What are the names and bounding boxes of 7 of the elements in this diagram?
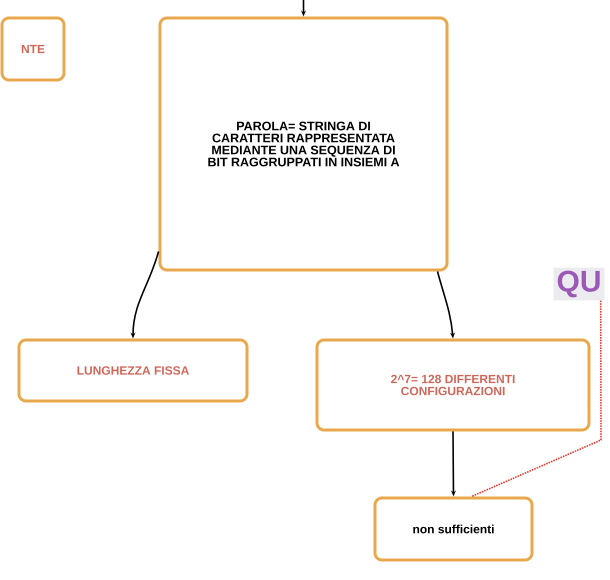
connector-line	[471, 300, 602, 498]
title-word: QU	[554, 268, 604, 300]
concept-box: LUNGHEZZA FISSA	[18, 338, 248, 402]
concept-box: NTE	[0, 16, 66, 82]
concept-box: non sufficienti	[374, 496, 534, 562]
concept-box: PAROLA= STRINGA DI CARATTERI RAPPRESENTATA MEDIANTE UNA SEQUENZA DI BIT RAGGRUPPATI IN INSIEMI A	[158, 16, 448, 272]
concept-box: 2^7= 128 DIFFERENTI CONFIGURAZIONI	[316, 338, 590, 432]
